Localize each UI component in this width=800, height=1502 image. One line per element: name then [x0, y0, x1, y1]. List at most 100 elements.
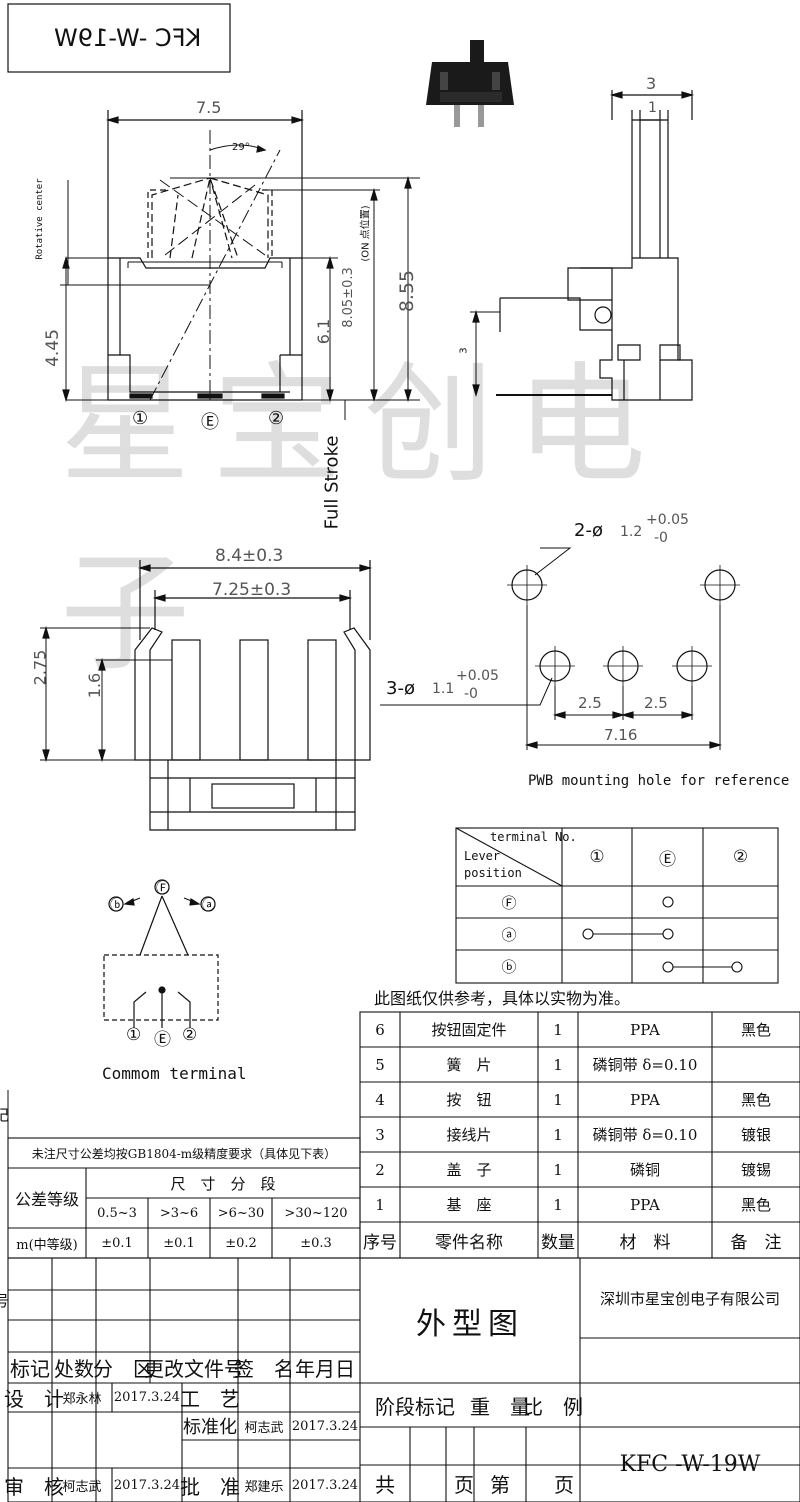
- dim-side-1: 1: [648, 100, 657, 116]
- tolerance-value: ±0.3: [300, 1235, 332, 1251]
- part-code-box: [7, 3, 231, 73]
- hole-3-prefix: 3-ø: [386, 678, 415, 699]
- rev-header: 签 名: [234, 1357, 294, 1381]
- rev-header: 标记: [10, 1357, 50, 1381]
- schematic-t2: ②: [182, 1025, 198, 1045]
- design-date: 2017.3.24: [113, 1390, 181, 1405]
- on-point-label: (ON 点位置): [360, 205, 372, 262]
- part-material: 磷铜: [629, 1161, 660, 1179]
- front-terminal-2: ②: [268, 408, 285, 429]
- tolerance-value: ±0.1: [101, 1235, 133, 1251]
- schematic-a: ⓐ: [202, 898, 216, 914]
- part-remark: 镀银: [740, 1126, 771, 1144]
- approver-name: 郑建乐: [244, 1479, 284, 1495]
- tolerance-grade: 公差等级: [14, 1190, 79, 1209]
- reviewer-name: 柯志武: [62, 1479, 102, 1495]
- part-no: 3: [375, 1125, 385, 1144]
- lever-dashed: [151, 175, 269, 259]
- part-no: 5: [375, 1055, 385, 1074]
- side-view-outline: [611, 90, 693, 258]
- std-label: 标准化: [183, 1417, 237, 1438]
- side-fragment-ji: 记: [0, 1106, 10, 1124]
- part-material: PPA: [630, 1195, 660, 1214]
- rotative-center-label: Rotative center: [35, 178, 45, 260]
- dim-side-h3: 3: [458, 347, 470, 354]
- tt-row-f: Ⓕ: [501, 893, 517, 912]
- tt-col-2: ②: [732, 847, 749, 867]
- dim-angle: 29°: [232, 142, 250, 153]
- pwb-holes: [380, 547, 740, 750]
- part-qty: 1: [553, 1020, 563, 1039]
- tolerance-range: >30~120: [284, 1205, 348, 1221]
- schematic-b: ⓑ: [110, 898, 124, 914]
- terminal-table-grid: [455, 827, 779, 984]
- hole-2-tol-plus: +0.05: [646, 512, 689, 528]
- schematic-t1: ①: [126, 1025, 142, 1045]
- product-photo: [426, 40, 514, 127]
- hole-2-prefix: 2-ø: [574, 520, 603, 541]
- schematic-f: Ⓕ: [156, 881, 170, 897]
- scale-label: 比 例: [523, 1394, 583, 1419]
- drawing-title: 外型图: [416, 1306, 524, 1342]
- tt-header-bottom-2: position: [464, 866, 522, 880]
- weight-label: 重 量: [470, 1394, 530, 1419]
- drawing-code: KFC -W-19W: [619, 1452, 761, 1477]
- rev-header: 年月日: [295, 1357, 355, 1381]
- part-qty: 1: [553, 1055, 563, 1074]
- part-code-mirrored: KFC -W-19W: [54, 24, 202, 52]
- tt-row-b: ⓑ: [501, 958, 517, 976]
- hole-3-tol-minus: -0: [464, 686, 478, 702]
- rev-header: 更改文件号: [144, 1357, 244, 1381]
- part-no: 2: [375, 1160, 385, 1179]
- hole-2-dia: 1.2: [620, 524, 643, 540]
- company-name: 深圳市星宝创电子有限公司: [599, 1289, 780, 1308]
- part-remark: 黑色: [740, 1021, 771, 1039]
- dim-width: 7.5: [196, 98, 222, 117]
- part-name: 按 钮: [446, 1091, 492, 1109]
- schematic-te: Ⓔ: [154, 1030, 171, 1050]
- dim-4-45: 4.45: [42, 329, 63, 367]
- dim-7-25: 7.25±0.3: [212, 580, 292, 600]
- tolerance-title: 未注尺寸公差均按GB1804-m级精度要求（具体见下表）: [31, 1146, 337, 1161]
- tt-header-top: terminal No.: [490, 830, 577, 844]
- tt-row-a: ⓐ: [501, 925, 517, 944]
- part-name: 按钮固定件: [431, 1021, 507, 1039]
- part-name: 盖 子: [446, 1161, 492, 1179]
- approve-label: 批 准: [180, 1474, 240, 1499]
- bottom-view-outline: [139, 560, 371, 640]
- front-terminal-1: ①: [132, 408, 149, 429]
- dim-pitch-b: 2.5: [644, 694, 668, 712]
- page2-label: 页: [554, 1473, 574, 1497]
- pwb-note: PWB mounting hole for reference: [528, 773, 790, 789]
- std-name: 柯志武: [244, 1420, 284, 1436]
- rev-header: 分 区: [93, 1357, 153, 1381]
- tt-header-bottom-1: Lever: [464, 849, 501, 863]
- part-qty: 1: [553, 1090, 563, 1109]
- part-material: PPA: [630, 1020, 660, 1039]
- std-date: 2017.3.24: [291, 1418, 359, 1434]
- parts-header-remark: 备 注: [730, 1232, 782, 1253]
- schematic-caption: Commom terminal: [102, 1064, 247, 1083]
- tolerance-size-segment: 尺 寸 分 段: [170, 1174, 276, 1193]
- part-no: 6: [375, 1020, 385, 1039]
- dim-6-1: 6.1: [314, 318, 334, 345]
- hole-2-tol-minus: -0: [654, 530, 668, 546]
- side-fragment-hao: 号: [0, 1292, 10, 1310]
- tt-col-e: Ⓔ: [659, 849, 676, 870]
- tolerance-range: 0.5~3: [97, 1205, 137, 1221]
- reference-note: 此图纸仅供参考，具体以实物为准。: [374, 989, 631, 1008]
- dim-span: 7.16: [604, 726, 638, 744]
- dim-8-55: 8.55: [396, 269, 419, 313]
- title-block-grid: [7, 1257, 800, 1502]
- part-qty: 1: [553, 1160, 563, 1179]
- nth-label: 第: [490, 1473, 510, 1497]
- page-label: 页: [454, 1473, 474, 1497]
- front-body-outline: [107, 257, 303, 401]
- part-no: 4: [375, 1090, 385, 1109]
- part-name: 簧 片: [446, 1056, 492, 1074]
- hole-3-tol-plus: +0.05: [456, 668, 499, 684]
- part-name: 接线片: [446, 1126, 492, 1144]
- dim-8-4: 8.4±0.3: [215, 546, 284, 566]
- part-name: 基 座: [446, 1196, 492, 1214]
